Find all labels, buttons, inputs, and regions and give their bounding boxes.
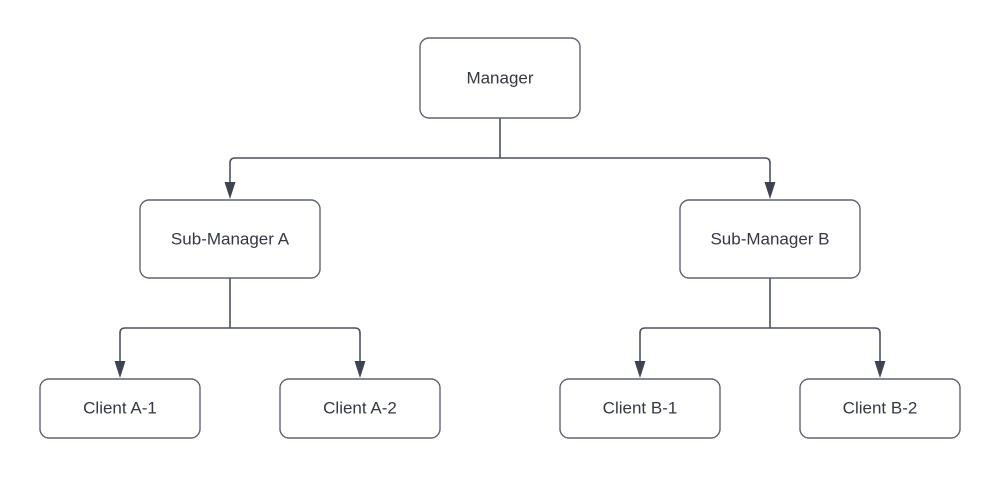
node-client-a-1-box[interactable] (39, 378, 201, 439)
arrowhead-client-a-1 (114, 361, 126, 378)
node-client-b-2-box[interactable] (799, 378, 961, 439)
edge-group-sub-manager-a-to-clients (114, 278, 366, 378)
arrowhead-sub-manager-b (764, 182, 776, 199)
node-sub-manager-b[interactable]: Sub-Manager B (679, 199, 861, 279)
edge-sub-manager-b-to-client-b-2 (770, 327, 881, 361)
edge-manager-to-sub-manager-a (229, 157, 500, 182)
node-manager[interactable]: Manager (419, 37, 581, 119)
node-sub-manager-a-box[interactable] (139, 199, 321, 279)
edge-manager-to-sub-manager-b (500, 157, 771, 182)
node-client-a-2[interactable]: Client A-2 (279, 378, 441, 439)
edge-sub-manager-b-to-client-b-1 (639, 327, 770, 361)
node-sub-manager-a[interactable]: Sub-Manager A (139, 199, 321, 279)
node-client-a-2-box[interactable] (279, 378, 441, 439)
node-sub-manager-b-box[interactable] (679, 199, 861, 279)
edge-group-manager-to-submanagers (224, 118, 776, 199)
node-client-b-1[interactable]: Client B-1 (559, 378, 721, 439)
arrowhead-client-b-2 (874, 361, 886, 378)
node-client-b-2-label: Client B-2 (843, 398, 918, 417)
arrowhead-client-a-2 (354, 361, 366, 378)
node-client-b-2[interactable]: Client B-2 (799, 378, 961, 439)
node-manager-label: Manager (466, 68, 533, 87)
node-client-a-1-label: Client A-1 (83, 398, 157, 417)
arrowhead-client-b-1 (634, 361, 646, 378)
node-client-b-1-box[interactable] (559, 378, 721, 439)
node-client-a-2-label: Client A-2 (323, 398, 397, 417)
edge-sub-manager-a-to-client-a-1 (119, 327, 230, 361)
node-manager-box[interactable] (419, 37, 581, 119)
node-client-b-1-label: Client B-1 (603, 398, 678, 417)
arrowhead-sub-manager-a (224, 182, 236, 199)
node-client-a-1[interactable]: Client A-1 (39, 378, 201, 439)
edge-group-sub-manager-b-to-clients (634, 278, 886, 378)
node-sub-manager-a-label: Sub-Manager A (171, 229, 290, 248)
edge-sub-manager-a-to-client-a-2 (230, 327, 361, 361)
node-sub-manager-b-label: Sub-Manager B (710, 229, 829, 248)
